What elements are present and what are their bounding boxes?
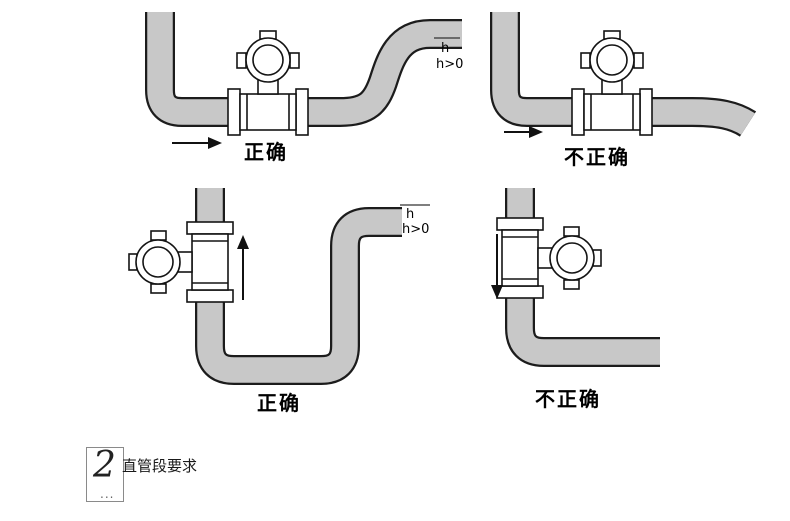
section-badge: 2 ... xyxy=(86,445,124,502)
pipe-fill xyxy=(507,188,660,365)
height-label: h xyxy=(406,207,415,222)
panel-vertical-correct xyxy=(128,188,430,385)
section-number: 2 xyxy=(93,445,116,486)
flow-direction-arrow-icon xyxy=(237,235,249,300)
verdict-label-correct-vertical: 正确 xyxy=(257,391,301,415)
verdict-label-incorrect-horizontal: 不正确 xyxy=(564,145,630,169)
panel-horizontal-incorrect xyxy=(490,12,757,138)
flow-direction-arrow-icon xyxy=(172,137,222,149)
turbine-flowmeter-icon xyxy=(496,217,602,299)
turbine-flowmeter-icon xyxy=(128,221,234,303)
flow-direction-arrow-icon xyxy=(504,126,543,138)
panel-horizontal-correct xyxy=(145,12,462,149)
pipe-fill xyxy=(197,188,402,383)
section-ellipsis: ... xyxy=(100,487,115,501)
section-title: 直管段要求 xyxy=(122,457,198,475)
turbine-flowmeter-icon xyxy=(227,30,309,136)
verdict-label-incorrect-vertical: 不正确 xyxy=(535,387,601,411)
pipe-fill xyxy=(492,12,755,136)
turbine-flowmeter-icon xyxy=(571,30,653,136)
height-condition-label: h>0 xyxy=(436,57,464,72)
flow-direction-arrow-icon xyxy=(491,234,503,299)
height-condition-label: h>0 xyxy=(402,222,430,237)
panel-vertical-incorrect xyxy=(491,188,660,367)
verdict-label-correct-horizontal: 正确 xyxy=(244,140,288,164)
pipe-fill xyxy=(147,12,462,125)
height-label: h xyxy=(441,41,450,56)
